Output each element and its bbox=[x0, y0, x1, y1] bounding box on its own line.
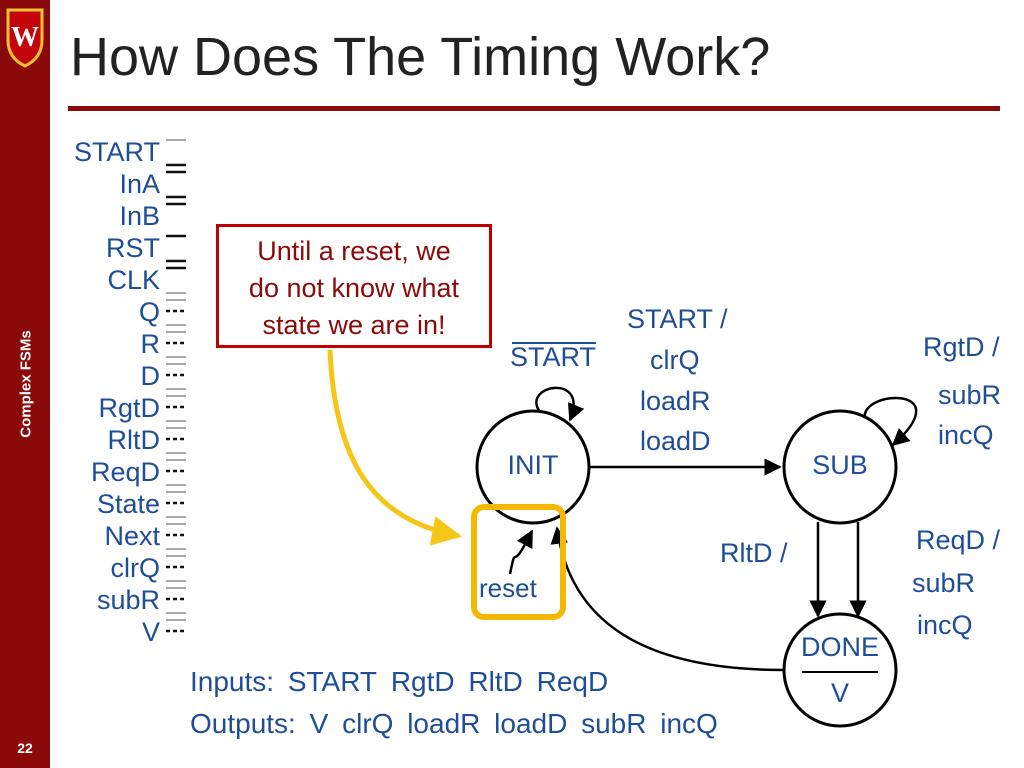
signal-ina: InA bbox=[119, 169, 160, 199]
state-init bbox=[475, 409, 591, 525]
signal-rgtd: RgtD bbox=[98, 393, 160, 423]
input-item: START bbox=[287, 666, 378, 697]
input-item: RgtD bbox=[390, 666, 455, 697]
svg-text:W: W bbox=[11, 22, 39, 53]
sub-to-done-right-output: incQ bbox=[917, 610, 973, 640]
output-item: subR bbox=[581, 708, 647, 739]
state-sub-label: SUB bbox=[812, 450, 868, 480]
signal-next: Next bbox=[104, 521, 160, 551]
init-to-sub-condition: START / bbox=[627, 304, 728, 334]
signal-r: R bbox=[140, 329, 161, 359]
init-self-loop-label: START bbox=[510, 342, 597, 372]
inputs-label: Inputs: bbox=[190, 666, 275, 697]
university-crest-icon: W bbox=[6, 8, 44, 68]
signal-clrq: clrQ bbox=[110, 553, 161, 583]
sub-to-done-left-condition: RltD / bbox=[720, 538, 788, 568]
callout-line: Until a reset, we bbox=[257, 236, 451, 266]
signal-clk: CLK bbox=[107, 265, 160, 295]
sub-self-loop-output: subR bbox=[938, 380, 1002, 410]
init-to-sub-output: clrQ bbox=[650, 345, 700, 375]
callout-line: state we are in! bbox=[262, 310, 446, 340]
callout-box: Until a reset, we do not know what state… bbox=[216, 224, 492, 348]
inputs-line: Inputs: START RgtD RltD ReqD bbox=[190, 666, 614, 698]
callout-pointer-arrow bbox=[327, 349, 462, 546]
reset-label: reset bbox=[479, 573, 537, 603]
signal-start: START bbox=[73, 137, 160, 167]
output-item: V bbox=[309, 708, 329, 739]
sub-to-done-right-output: subR bbox=[912, 568, 976, 598]
sub-self-loop bbox=[863, 396, 918, 447]
state-done-label: DONE bbox=[800, 632, 879, 662]
init-to-sub-output: loadR bbox=[640, 386, 711, 416]
signal-rltd: RltD bbox=[107, 425, 161, 455]
reset-arrow bbox=[508, 529, 534, 575]
sub-self-loop-condition: RgtD / bbox=[923, 332, 1000, 362]
sidebar: W Complex FSMs 22 bbox=[0, 0, 50, 768]
state-sub bbox=[782, 409, 898, 525]
output-item: clrQ bbox=[342, 708, 394, 739]
waveform-clk bbox=[166, 259, 186, 270]
title-divider bbox=[68, 106, 1000, 111]
callout-line: do not know what bbox=[248, 273, 460, 303]
signal-d: D bbox=[140, 361, 161, 391]
state-init-label: INIT bbox=[507, 450, 559, 480]
outputs-label: Outputs: bbox=[190, 708, 296, 739]
outputs-line: Outputs: V clrQ loadR loadD subR incQ bbox=[190, 708, 724, 740]
signal-state: State bbox=[96, 489, 160, 519]
signal-reqd: ReqD bbox=[90, 457, 160, 487]
signal-v: V bbox=[141, 617, 160, 647]
signal-q: Q bbox=[138, 297, 160, 327]
waveform-ina bbox=[166, 163, 186, 174]
state-done bbox=[782, 612, 898, 728]
init-self-loop bbox=[535, 386, 585, 422]
input-item: RltD bbox=[468, 666, 523, 697]
signal-inb: InB bbox=[119, 201, 160, 231]
signal-list: START InA InB RST CLK Q R D RgtD RltD Re… bbox=[60, 136, 160, 648]
waveform-bus-group bbox=[166, 292, 186, 633]
sub-self-loop-output: incQ bbox=[938, 420, 994, 450]
reset-highlight bbox=[471, 504, 566, 620]
output-item: incQ bbox=[660, 708, 718, 739]
output-item: loadD bbox=[494, 708, 568, 739]
waveform-inb bbox=[166, 195, 186, 206]
slide-number: 22 bbox=[17, 740, 33, 756]
signal-rst: RST bbox=[106, 233, 160, 263]
init-to-sub-output: loadD bbox=[640, 426, 711, 456]
state-done-output: V bbox=[830, 678, 849, 708]
waveform-tracks bbox=[166, 139, 186, 633]
page-title: How Does The Timing Work? bbox=[70, 27, 771, 87]
signal-subr: subR bbox=[96, 585, 160, 615]
output-item: loadR bbox=[407, 708, 481, 739]
input-item: ReqD bbox=[536, 666, 609, 697]
sub-to-done-right-condition: ReqD / bbox=[916, 525, 1001, 555]
